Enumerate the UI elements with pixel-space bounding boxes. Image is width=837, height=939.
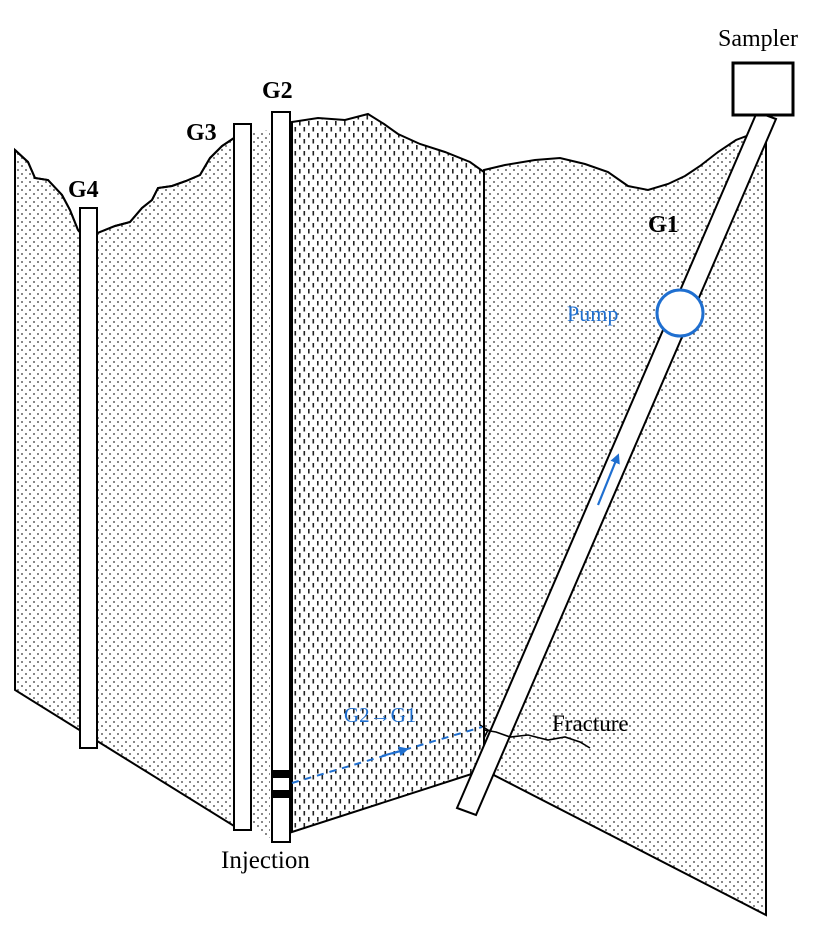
pump-label: Pump [567,301,619,326]
injection-label: Injection [221,847,310,874]
ground-surface-line [14,137,235,240]
right-rock-panel [483,130,767,917]
g2-borehole [271,111,291,843]
fracture-line [483,729,591,749]
sampler-label: Sampler [718,26,798,52]
g3-label: G3 [186,120,217,146]
arrow-up-icon [596,453,620,506]
g2-label: G2 [262,78,293,104]
g4-borehole [79,207,98,749]
circle-pump-icon [655,288,705,338]
g1-label: G1 [648,212,679,238]
g3-borehole [233,123,252,831]
injection-packer-lower [272,790,290,798]
square-box-icon [731,61,795,117]
fracture-crack [479,724,490,739]
g4-label: G4 [68,177,99,203]
injection-packer-upper [272,770,290,778]
fracture-label: Fracture [552,711,629,736]
flow-path-label: G2→G1 [344,703,417,727]
flow-path-arrow [381,746,409,757]
center-strip-panel [251,130,270,838]
left-rock-panel [14,136,235,828]
